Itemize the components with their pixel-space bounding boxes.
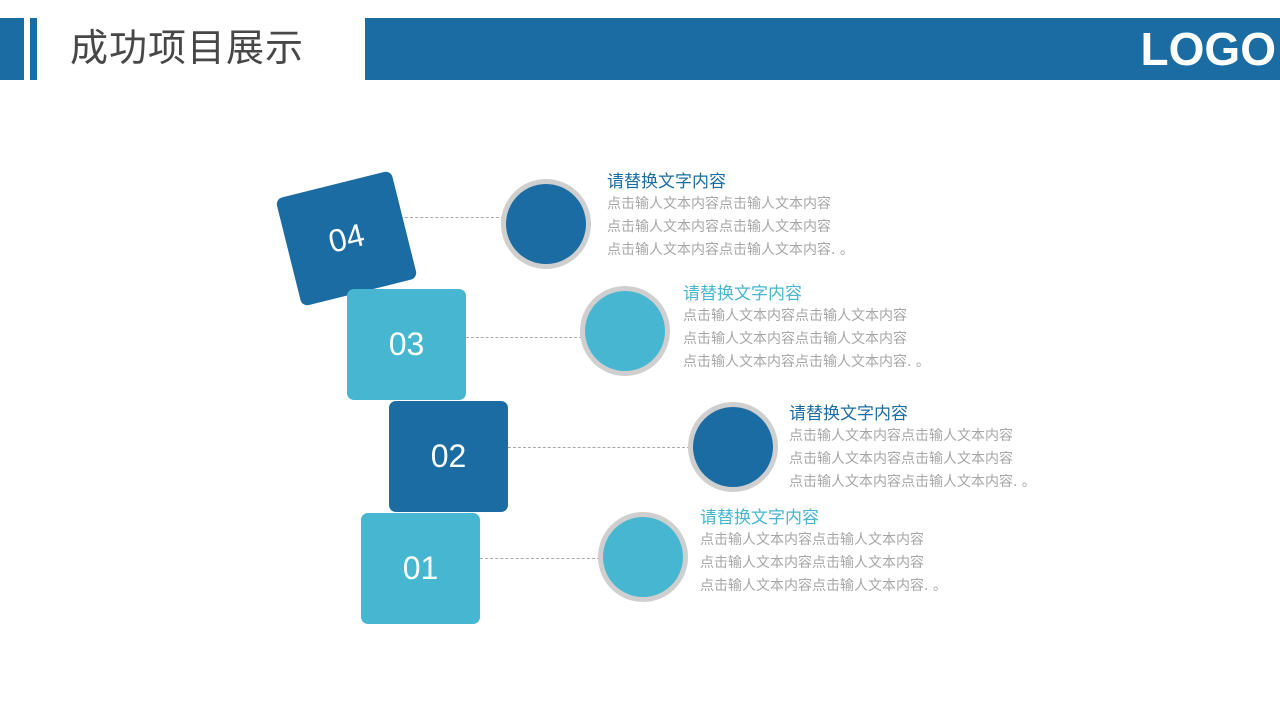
step-square-03: 03 <box>347 289 466 400</box>
step-number: 02 <box>430 438 467 474</box>
step-body-line: 点击输人文本内容点击输人文本内容 <box>700 555 924 571</box>
circle-fill <box>603 517 683 597</box>
header-bar <box>365 18 1280 80</box>
step-body-line: 点击输人文本内容点击输人文本内容 <box>683 308 907 324</box>
step-circle-03 <box>580 286 670 376</box>
step-heading: 请替换文字内容 <box>700 508 819 528</box>
step-circle-04 <box>501 179 591 269</box>
connector-line-04 <box>400 217 504 218</box>
step-heading: 请替换文字内容 <box>789 404 908 424</box>
step-square-01: 01 <box>361 513 480 624</box>
step-number: 01 <box>402 550 439 586</box>
step-circle-01 <box>598 512 688 602</box>
header-accent-bar <box>0 18 24 80</box>
step-text-01: 请替换文字内容 点击输人文本内容点击输人文本内容 点击输人文本内容点击输人文本内… <box>700 507 947 598</box>
connector-line-01 <box>480 558 600 559</box>
step-square-02: 02 <box>389 401 508 512</box>
connector-line-03 <box>466 337 582 338</box>
step-text-02: 请替换文字内容 点击输人文本内容点击输人文本内容 点击输人文本内容点击输人文本内… <box>789 403 1036 494</box>
circle-fill <box>693 407 773 487</box>
header-accent-stripe <box>30 18 37 80</box>
step-heading: 请替换文字内容 <box>683 284 802 304</box>
logo: LOGO <box>1140 23 1276 75</box>
step-number: 03 <box>388 326 425 362</box>
step-body-line: 点击输人文本内容点击输人文本内容 <box>607 219 831 235</box>
connector-line-02 <box>508 447 690 448</box>
step-body-line: 点击输人文本内容点击输人文本内容 <box>700 532 924 548</box>
step-text-03: 请替换文字内容 点击输人文本内容点击输人文本内容 点击输人文本内容点击输人文本内… <box>683 283 930 374</box>
step-body-line: 点击输人文本内容点击输人文本内容. 。 <box>789 474 1036 490</box>
step-body-line: 点击输人文本内容点击输人文本内容 <box>683 331 907 347</box>
step-number: 04 <box>324 216 369 260</box>
circle-fill <box>585 291 665 371</box>
step-heading: 请替换文字内容 <box>607 172 726 192</box>
step-body-line: 点击输人文本内容点击输人文本内容. 。 <box>700 578 947 594</box>
step-text-04: 请替换文字内容 点击输人文本内容点击输人文本内容 点击输人文本内容点击输人文本内… <box>607 171 854 262</box>
step-square-04: 04 <box>275 170 418 307</box>
step-circle-02 <box>688 402 778 492</box>
page-title: 成功项目展示 <box>70 26 305 70</box>
step-body-line: 点击输人文本内容点击输人文本内容. 。 <box>607 242 854 258</box>
step-body-line: 点击输人文本内容点击输人文本内容. 。 <box>683 354 930 370</box>
step-body-line: 点击输人文本内容点击输人文本内容 <box>789 451 1013 467</box>
step-body-line: 点击输人文本内容点击输人文本内容 <box>607 196 831 212</box>
step-body-line: 点击输人文本内容点击输人文本内容 <box>789 428 1013 444</box>
circle-fill <box>506 184 586 264</box>
